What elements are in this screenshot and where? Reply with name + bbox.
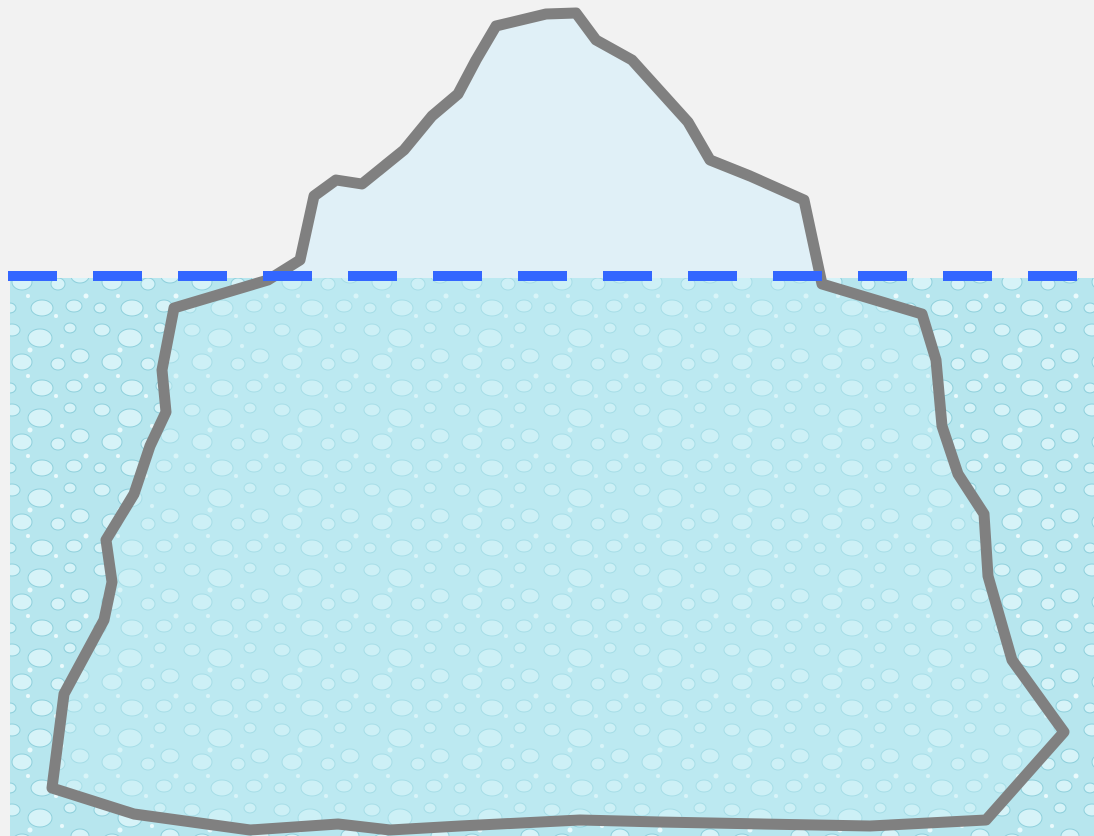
iceberg-scene xyxy=(0,0,1094,836)
iceberg-diagram xyxy=(0,0,1094,836)
